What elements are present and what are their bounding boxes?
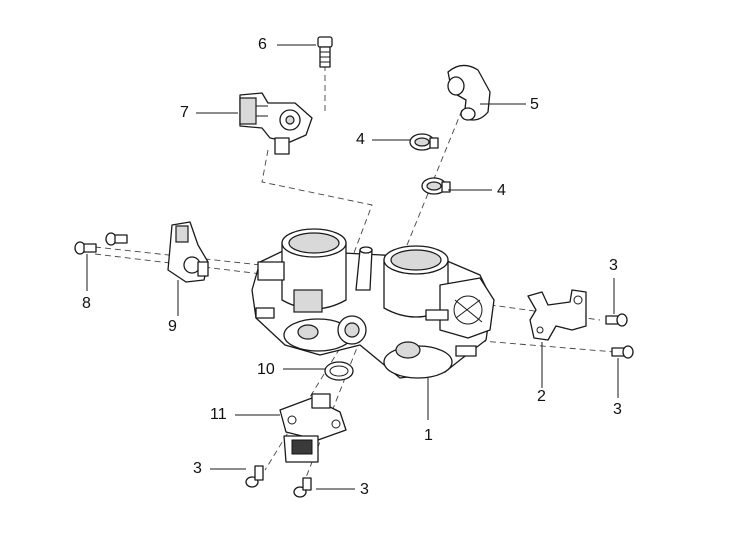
callout-6: 6	[258, 36, 267, 53]
hose-part-5	[447, 64, 491, 121]
callout-2: 2	[537, 388, 546, 405]
leader-lines	[86, 44, 619, 490]
callout-3-bottom-left: 3	[193, 460, 202, 477]
clamp-part-4-lower	[421, 177, 451, 195]
callout-8: 8	[82, 295, 91, 312]
bracket-part-2	[527, 289, 587, 341]
callout-9: 9	[168, 318, 177, 335]
screws-part-3	[245, 313, 634, 498]
throttle-body-part-1	[251, 228, 495, 379]
valve-part-11	[279, 393, 347, 463]
callout-7: 7	[180, 104, 189, 121]
callout-1: 1	[424, 427, 433, 444]
callout-5: 5	[530, 96, 539, 113]
callout-3-upper-right: 3	[609, 257, 618, 274]
callout-11: 11	[210, 406, 227, 423]
callout-3-bottom-right: 3	[360, 481, 369, 498]
callout-10: 10	[257, 361, 275, 378]
sensor-part-7	[239, 92, 313, 155]
screw-part-6	[317, 36, 333, 68]
sensor-part-9	[167, 221, 209, 283]
callout-4-lower: 4	[497, 182, 506, 199]
o-ring-part-10	[324, 361, 354, 381]
clamp-part-4-upper	[409, 133, 439, 151]
screws-part-8	[74, 232, 128, 255]
callout-4-upper: 4	[356, 131, 365, 148]
callout-3-lower-right: 3	[613, 401, 622, 418]
